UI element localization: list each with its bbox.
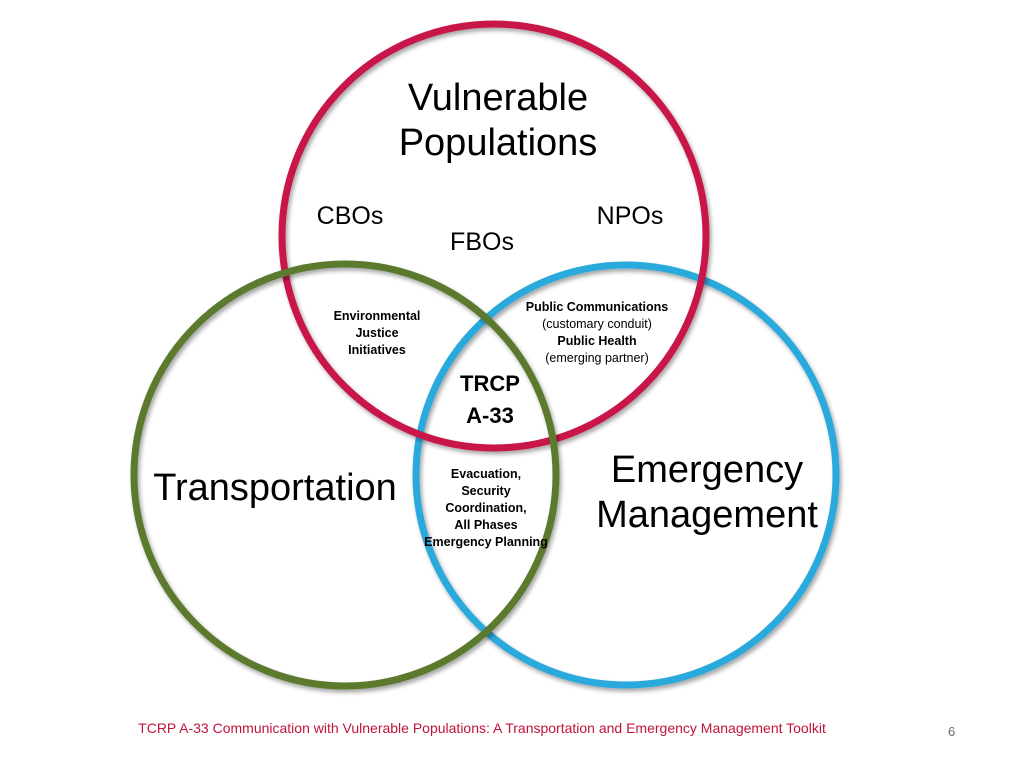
ev-line1: Evacuation, [450,467,522,481]
environmental-justice-label: Environmental Justice Initiatives [317,308,437,359]
pc-line1: Public Communications [525,300,669,314]
cbos-label: CBOs [316,202,384,230]
em-line1: Emergency [610,449,804,491]
vulnerable-label-line1: Vulnerable [407,77,589,119]
transportation-label: Transportation [153,467,397,509]
ej-line2: Justice [355,325,399,340]
ev-line5: Emergency Planning [424,534,548,549]
center-line1: TRCP [460,371,520,396]
ev-line2: Security [461,483,511,498]
center-line2: A-33 [466,402,514,428]
pc-line4: (emerging partner) [545,350,649,365]
emergency-circle [412,261,840,689]
ej-line3: Initiatives [348,342,406,357]
trcp-a33-center-label: TRCP A-33 [440,368,540,432]
pc-line2: (customary conduit) [542,316,652,331]
public-communications-label: Public Communications (customary conduit… [517,299,677,367]
pc-line3: Public Health [557,333,637,348]
ej-line1: Environmental [333,309,421,323]
evacuation-label: Evacuation, Security Coordination, All P… [411,466,561,550]
em-line2: Management [596,493,818,536]
footer-title: TCRP A-33 Communication with Vulnerable … [138,720,826,736]
fbos-label: FBOs [450,228,514,256]
vulnerable-label-line2: Populations [398,121,598,164]
ev-line3: Coordination, [445,500,527,515]
vulnerable-circle [278,20,710,452]
npos-label: NPOs [596,202,664,230]
transportation-circle [130,260,560,690]
page-number: 6 [948,724,956,739]
emergency-management-label: Emergency Management [588,448,826,538]
vulnerable-populations-label: Vulnerable Populations [374,76,622,166]
ev-line4: All Phases [454,517,518,532]
